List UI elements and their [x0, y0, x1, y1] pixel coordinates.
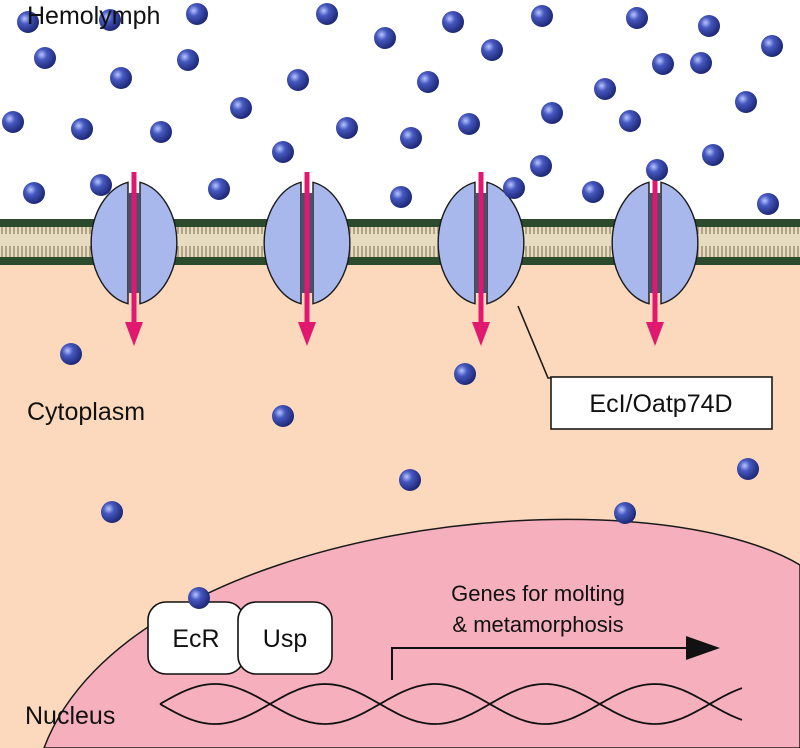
ecdysone-icon — [316, 3, 338, 25]
ecdysone-icon — [177, 49, 199, 71]
ecdysone-icon — [374, 27, 396, 49]
ecdysone-icon — [735, 91, 757, 113]
ecdysone-icon — [99, 9, 121, 31]
ecdysone-icon — [101, 501, 123, 523]
dna-strand-1 — [159, 683, 743, 725]
ecdysone-icon — [652, 53, 674, 75]
ecdysone-icon — [757, 193, 779, 215]
ecdysone-icon — [458, 113, 480, 135]
ecdysone-icon — [594, 78, 616, 100]
ecdysone-icon — [503, 177, 525, 199]
ecdysone-icon — [702, 144, 724, 166]
membrane-inner-leaflet — [0, 257, 800, 265]
transport-arrow-icon — [646, 172, 664, 346]
hemolymph-label: Hemolymph — [27, 2, 160, 30]
transport-arrow-icon — [125, 172, 143, 346]
ecdysone-icon — [60, 343, 82, 365]
ecdysone-icon — [390, 186, 412, 208]
ecdysone-molecules — [2, 3, 783, 524]
ecdysone-icon — [272, 405, 294, 427]
genes-label-line1: Genes for molting — [451, 581, 625, 606]
ecdysone-icon — [417, 71, 439, 93]
ecdysone-icon — [530, 155, 552, 177]
ecdysone-icon — [17, 11, 39, 33]
ecdysone-icon — [481, 39, 503, 61]
ecdysone-icon — [336, 117, 358, 139]
ecdysone-icon — [442, 11, 464, 33]
ecdysone-icon — [531, 5, 553, 27]
nucleus-region — [43, 518, 800, 748]
dna-helix — [159, 683, 743, 725]
ecdysone-icon — [71, 118, 93, 140]
ecr-label: EcR — [172, 625, 219, 653]
ecdysone-icon — [110, 67, 132, 89]
ecdysone-icon — [737, 458, 759, 480]
transporter-label: EcI/Oatp74D — [589, 390, 732, 418]
transporter-protein — [437, 172, 525, 346]
ecdysone-icon — [399, 469, 421, 491]
ecdysone-icon — [698, 15, 720, 37]
ecdysone-icon — [23, 182, 45, 204]
cytoplasm-label: Cytoplasm — [27, 398, 145, 426]
usp-protein — [237, 601, 333, 675]
transporter-label-box — [550, 376, 773, 430]
ecdysone-icon — [582, 181, 604, 203]
transporter-protein — [90, 172, 178, 346]
genes-label-line2: & metamorphosis — [452, 612, 623, 637]
ecdysone-icon — [541, 102, 563, 124]
transport-arrow-icon — [298, 172, 316, 346]
membrane-outer-leaflet — [0, 219, 800, 227]
ecdysone-icon — [626, 7, 648, 29]
transporter-protein — [611, 172, 699, 346]
ecdysone-icon — [150, 121, 172, 143]
ecdysone-icon — [230, 97, 252, 119]
ecdysone-icon — [619, 110, 641, 132]
ecdysone-icon — [208, 178, 230, 200]
ecdysone-icon — [761, 35, 783, 57]
transporter-group — [90, 172, 699, 346]
ecdysone-icon — [690, 52, 712, 74]
ecdysone-icon — [454, 363, 476, 385]
ecdysone-icon — [287, 69, 309, 91]
transport-arrow-icon — [472, 172, 490, 346]
transcription-arrow-icon — [391, 636, 720, 680]
dna-strand-2 — [159, 683, 743, 725]
bound-ecdysone-icon — [188, 587, 210, 609]
usp-label: Usp — [263, 625, 307, 653]
ecdysone-icon — [186, 3, 208, 25]
ecdysone-icon — [272, 141, 294, 163]
ecdysone-icon — [34, 47, 56, 69]
transporter-protein — [263, 172, 351, 346]
ecdysone-icon — [400, 127, 422, 149]
ecdysone-icon — [646, 159, 668, 181]
ecdysone-icon — [2, 111, 24, 133]
ecr-usp-receptor: EcR Usp — [147, 587, 333, 675]
ecdysone-icon — [614, 502, 636, 524]
nucleus-label: Nucleus — [25, 702, 115, 730]
ecdysone-icon — [90, 174, 112, 196]
